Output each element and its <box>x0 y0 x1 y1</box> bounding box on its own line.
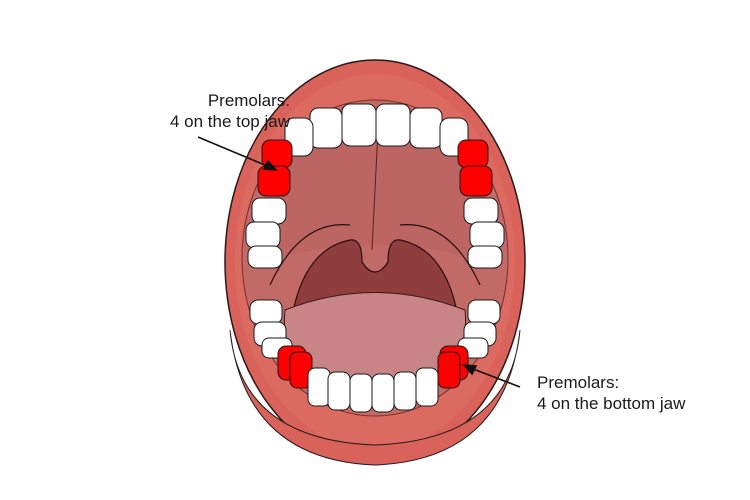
premolar-upper-right-1 <box>457 139 489 169</box>
mouth-cavity <box>241 99 509 417</box>
arrow-bottom <box>467 366 521 388</box>
label-bottom-premolars: Premolars: 4 on the bottom jaw <box>537 372 685 414</box>
label-bottom-detail: 4 on the bottom jaw <box>537 394 686 413</box>
lower-lip <box>229 329 521 466</box>
premolar-lower-right-2 <box>437 351 461 389</box>
lower-teeth <box>249 299 501 413</box>
label-bottom-title: Premolars: <box>537 373 620 392</box>
premolar-upper-right-2 <box>459 165 493 197</box>
label-top-detail: 4 on the top jaw <box>169 112 290 131</box>
pointer-arrows <box>197 136 521 388</box>
upper-teeth <box>245 103 505 269</box>
label-top-premolars: Premolars: 4 on the top jaw <box>170 90 290 132</box>
label-top-title: Premolars: <box>207 91 290 110</box>
arrow-head-bottom-icon <box>462 364 478 376</box>
premolar-upper-left-2 <box>257 165 291 197</box>
arrow-head-top-icon <box>262 159 278 171</box>
arrow-top <box>197 136 273 169</box>
